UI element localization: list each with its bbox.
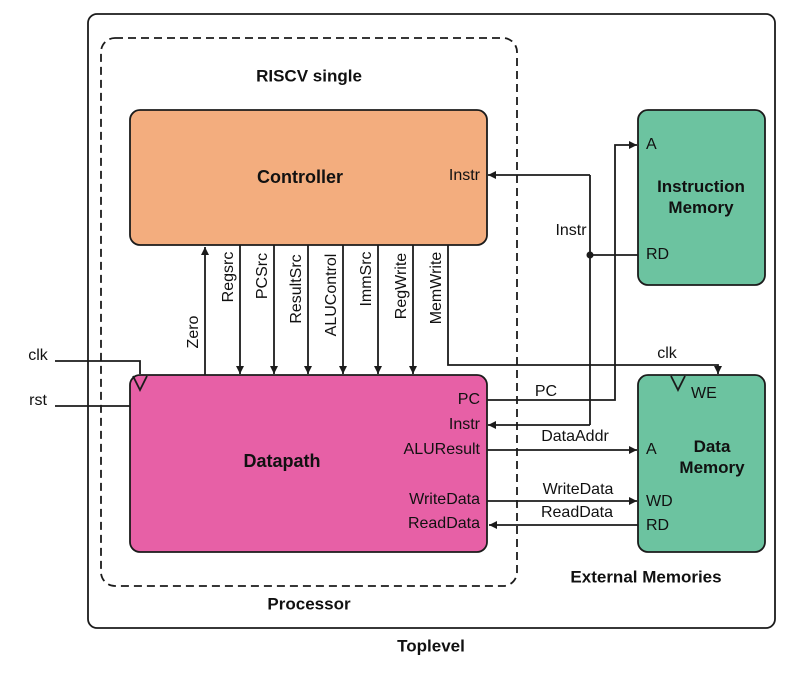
instruction-memory-port-a: A bbox=[646, 136, 657, 153]
signal-label-memwrite: MemWrite bbox=[428, 251, 445, 325]
instr-junction-dot bbox=[586, 251, 594, 259]
data-memory-box bbox=[637, 374, 766, 553]
data-memory-port-wd: WD bbox=[646, 493, 673, 510]
signal-label-regwrite: RegWrite bbox=[393, 252, 410, 320]
processor-label: Processor bbox=[267, 594, 351, 614]
wire-label-writedata: WriteData bbox=[542, 481, 614, 498]
signal-label-regsrc: Regsrc bbox=[220, 251, 237, 303]
wire-label-pc: PC bbox=[534, 383, 558, 400]
datapath-port-aluresult: ALUResult bbox=[403, 441, 480, 458]
external-memories-label: External Memories bbox=[570, 567, 722, 587]
datapath-title: Datapath bbox=[243, 450, 321, 471]
signal-label-alucontrol: ALUControl bbox=[323, 253, 340, 337]
controller-port-instr: Instr bbox=[448, 167, 480, 184]
instruction-memory-title: Instruction Memory bbox=[657, 176, 745, 217]
data-memory-port-rd: RD bbox=[646, 517, 670, 534]
data-memory-clk-label: clk bbox=[657, 345, 677, 362]
wire-label-instr: Instr bbox=[555, 222, 587, 239]
toplevel-box bbox=[87, 13, 776, 629]
controller-title: Controller bbox=[256, 166, 344, 187]
wire-clk bbox=[55, 360, 141, 374]
signal-label-resultsrc: ResultSrc bbox=[288, 254, 305, 324]
processor-dashed-box bbox=[100, 37, 518, 587]
signal-label-immsrc: ImmSrc bbox=[358, 251, 375, 307]
data-memory-port-we: WE bbox=[691, 385, 717, 402]
riscv-single-title: RISCV single bbox=[256, 66, 362, 86]
wire-memwrite bbox=[447, 245, 722, 374]
signal-label-pcsrc: PCSrc bbox=[254, 252, 271, 300]
instruction-memory-port-rd: RD bbox=[646, 246, 670, 263]
wire-label-dataaddr: DataAddr bbox=[541, 428, 609, 445]
datapath-port-readdata: ReadData bbox=[407, 515, 480, 532]
datapath-port-pc: PC bbox=[457, 391, 480, 408]
data-memory-clk-symbol bbox=[670, 375, 686, 393]
signal-label-zero: Zero bbox=[185, 315, 202, 349]
toplevel-label: Toplevel bbox=[397, 636, 465, 656]
rst-input-label: rst bbox=[29, 392, 47, 409]
wire-label-readdata: ReadData bbox=[540, 504, 614, 521]
datapath-clk-symbol bbox=[132, 375, 148, 393]
instruction-memory-box bbox=[637, 109, 766, 286]
clk-input-label: clk bbox=[28, 347, 48, 364]
datapath-box bbox=[129, 374, 488, 553]
datapath-port-instr: Instr bbox=[448, 416, 480, 433]
datapath-port-writedata: WriteData bbox=[409, 491, 480, 508]
data-memory-port-a: A bbox=[646, 441, 657, 458]
data-memory-title: Data Memory bbox=[679, 436, 745, 477]
wire-pc bbox=[487, 141, 637, 401]
